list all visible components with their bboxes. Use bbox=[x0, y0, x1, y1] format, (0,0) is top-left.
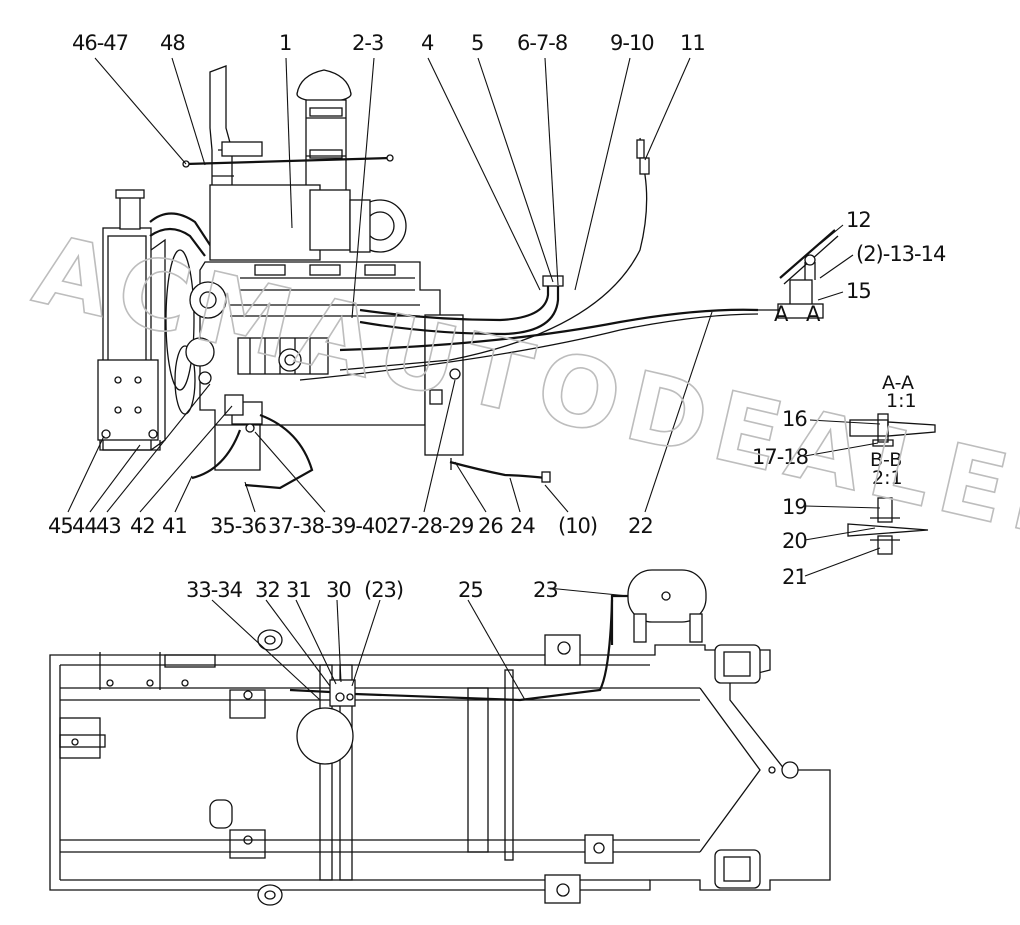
section-b-b-detail bbox=[847, 497, 929, 555]
flywheel-housing bbox=[424, 314, 464, 456]
label-33-34: 33-34 bbox=[186, 578, 243, 602]
label-21: 21 bbox=[782, 565, 807, 589]
label-46-47: 46-47 bbox=[72, 31, 128, 55]
label-6-7-8: 6-7-8 bbox=[517, 31, 567, 55]
label-20: 20 bbox=[782, 529, 807, 553]
part-labels: 46-47 48 1 2-3 4 5 6-7-8 9-10 11 12 (2)-… bbox=[48, 31, 947, 602]
label-19: 19 bbox=[782, 495, 807, 519]
label-17-18: 17-18 bbox=[752, 445, 808, 469]
label-26: 26 bbox=[478, 514, 503, 538]
front-hitch-upper bbox=[714, 644, 761, 684]
label-23-ref: (23) bbox=[364, 578, 403, 602]
label-45: 45 bbox=[48, 514, 73, 538]
label-32: 32 bbox=[255, 578, 280, 602]
label-42: 42 bbox=[130, 514, 155, 538]
label-16: 16 bbox=[782, 407, 807, 431]
section-b-b-title: B-B bbox=[870, 449, 902, 471]
chassis-frame bbox=[49, 569, 831, 906]
section-a-a-title: A-A bbox=[882, 372, 914, 394]
label-22: 22 bbox=[628, 514, 653, 538]
section-titles: A-A 1:1 B-B 2:1 bbox=[870, 372, 917, 489]
label-30: 30 bbox=[326, 578, 351, 602]
engine-assembly bbox=[97, 65, 464, 471]
label-5: 5 bbox=[471, 31, 483, 55]
label-15: 15 bbox=[846, 279, 871, 303]
label-9-10: 9-10 bbox=[610, 31, 654, 55]
label-2-3: 2-3 bbox=[352, 31, 383, 55]
section-a-a-scale: 1:1 bbox=[886, 390, 917, 412]
control-lever bbox=[779, 229, 836, 279]
label-44: 44 bbox=[72, 514, 97, 538]
valve-block bbox=[329, 679, 356, 707]
leader-lines bbox=[67, 57, 881, 701]
label-41: 41 bbox=[162, 514, 187, 538]
label-2-13-14: (2)-13-14 bbox=[856, 242, 946, 266]
label-27-28-29: 27-28-29 bbox=[386, 514, 473, 538]
label-1: 1 bbox=[279, 31, 291, 55]
label-35-36: 35-36 bbox=[210, 514, 267, 538]
section-b-b-scale: 2:1 bbox=[872, 467, 903, 489]
watermark: ACMAUTODEALER.RU bbox=[25, 213, 1020, 616]
brake-disc-unit bbox=[296, 707, 354, 765]
label-37-38-39-40: 37-38-39-40 bbox=[268, 514, 387, 538]
label-4: 4 bbox=[421, 31, 434, 55]
label-23: 23 bbox=[533, 578, 558, 602]
label-25: 25 bbox=[458, 578, 483, 602]
front-hitch-lower bbox=[714, 849, 761, 889]
label-10-ref: (10) bbox=[558, 514, 597, 538]
label-11: 11 bbox=[680, 31, 705, 55]
label-section-a-left: A bbox=[774, 302, 789, 326]
label-48: 48 bbox=[160, 31, 185, 55]
label-section-a-right: A bbox=[806, 302, 821, 326]
control-pedal-unit bbox=[758, 229, 839, 319]
section-a-a-detail bbox=[849, 413, 936, 447]
label-43: 43 bbox=[96, 514, 121, 538]
label-12: 12 bbox=[846, 208, 871, 232]
label-31: 31 bbox=[286, 578, 311, 602]
label-24: 24 bbox=[510, 514, 535, 538]
muffler bbox=[209, 184, 321, 261]
